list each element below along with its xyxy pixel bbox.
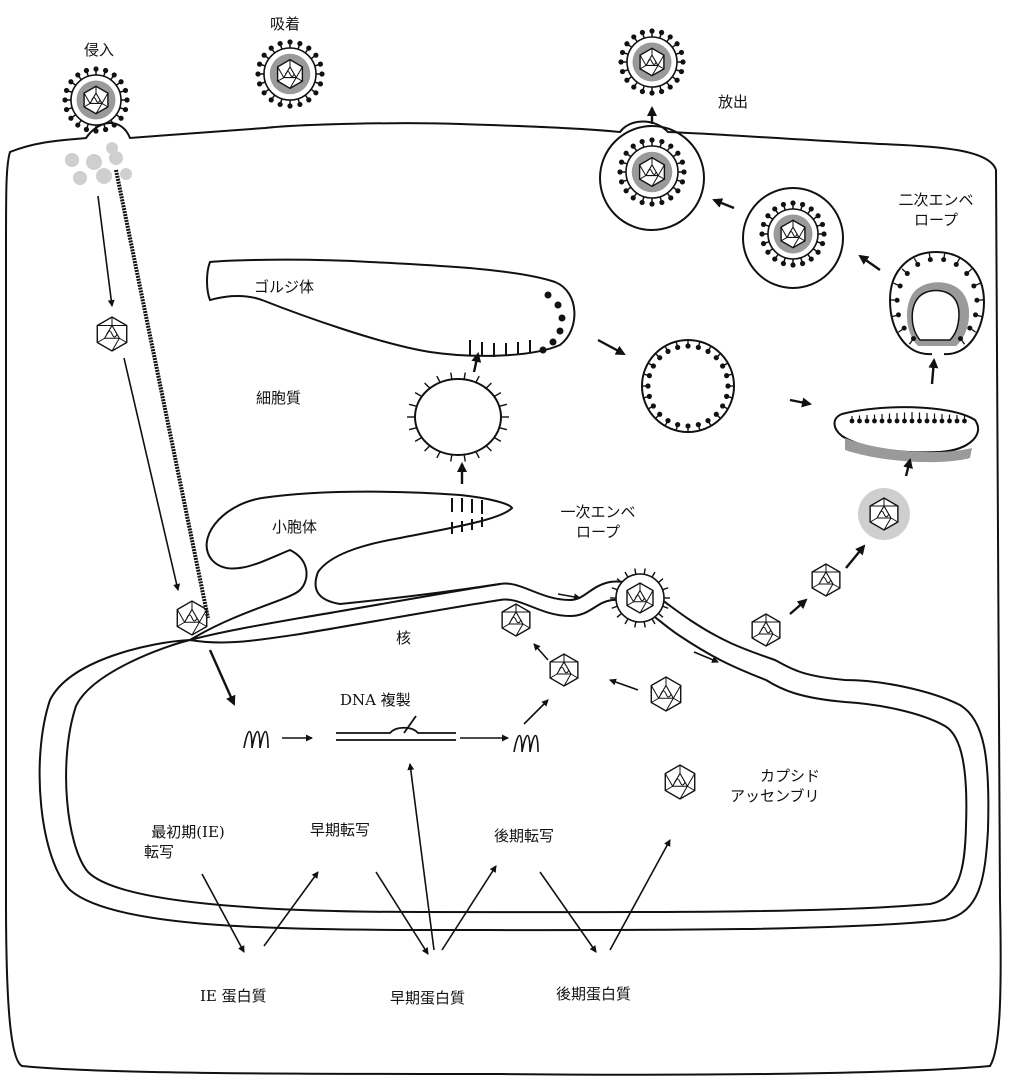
label-capsid-assembly-line2: アッセンブリ xyxy=(730,786,820,806)
capsid-assembly xyxy=(665,765,694,799)
virion-in-secondary-vesicle xyxy=(759,200,826,267)
endoplasmic-reticulum xyxy=(190,492,512,640)
capsid-cytoplasmic xyxy=(812,564,840,596)
transport-vesicle xyxy=(415,379,501,455)
capsid-mature xyxy=(502,604,530,636)
glycoprotein-vesicle-spikes xyxy=(642,340,734,432)
label-late-transcription: 後期転写 xyxy=(494,826,554,846)
label-secondary-envelope-line1: 二次エンベ xyxy=(894,190,978,210)
capsid-assembled xyxy=(651,677,680,711)
label-primary-envelope-line1: 一次エンベ xyxy=(556,502,640,522)
virion-in-secondary-vesicle-capsid xyxy=(781,220,805,248)
microtubule xyxy=(116,170,208,618)
virion-entry xyxy=(62,66,129,133)
golgi-apparatus xyxy=(207,260,574,356)
capsid-transport xyxy=(97,317,126,351)
label-secondary-envelope-line2: ロープ xyxy=(894,210,978,230)
label-release: 放出 xyxy=(718,92,748,112)
label-cytoplasm: 細胞質 xyxy=(256,388,301,408)
capsid-de-enveloped xyxy=(752,614,780,646)
label-primary-envelope-line2: ロープ xyxy=(556,522,640,542)
label-adsorption: 吸着 xyxy=(270,14,300,34)
capsid-at-nuclear-pore xyxy=(177,601,206,635)
virion-in-release-vesicle xyxy=(617,137,686,206)
label-capsid-assembly-line1: カプシド xyxy=(730,766,820,786)
vesicle-marks xyxy=(407,372,509,461)
er-glycoprotein-marks xyxy=(452,498,482,534)
cell-membrane xyxy=(6,122,1001,1075)
virion-adsorbed-capsid xyxy=(278,60,303,89)
dna-coil-left xyxy=(244,732,268,749)
primary-enveloped-capsid xyxy=(627,583,653,613)
label-ie-protein: IE 蛋白質 xyxy=(200,986,267,1006)
virion-entry-capsid xyxy=(84,86,108,114)
label-early-protein: 早期蛋白質 xyxy=(390,988,465,1008)
virion-released xyxy=(618,28,685,95)
uncoating-particles xyxy=(65,142,132,185)
primary-enveloped-virion xyxy=(610,568,670,627)
label-early-transcription: 早期転写 xyxy=(310,820,370,840)
virion-released-capsid xyxy=(640,48,664,76)
label-er: 小胞体 xyxy=(272,517,317,537)
enveloping-cup xyxy=(890,252,984,354)
dna-coil-right xyxy=(514,736,538,753)
label-golgi: ゴルジ体 xyxy=(254,277,314,297)
capsid-dna-packaging xyxy=(550,654,578,686)
label-primary-envelope: 一次エンベ ロープ xyxy=(556,502,640,543)
label-ie-transcription: 最初期(IE) 転写 xyxy=(140,822,236,863)
virion-in-release-vesicle-capsid xyxy=(640,158,665,187)
label-ie-transcription-line1: 最初期(IE) xyxy=(140,822,236,842)
label-ie-transcription-line2: 転写 xyxy=(140,842,236,862)
label-nucleus: 核 xyxy=(396,628,411,648)
label-capsid-assembly: カプシド アッセンブリ xyxy=(730,766,820,807)
virion-adsorbed xyxy=(255,39,324,108)
label-dna-replication: DNA 複製 xyxy=(340,690,411,710)
envelopment-vesicle xyxy=(835,407,979,462)
label-late-protein: 後期蛋白質 xyxy=(556,984,631,1004)
capsid-tegument xyxy=(870,498,898,530)
dna-replication-strands xyxy=(336,716,456,740)
label-entry: 侵入 xyxy=(84,40,114,60)
label-secondary-envelope: 二次エンベ ロープ xyxy=(894,190,978,231)
